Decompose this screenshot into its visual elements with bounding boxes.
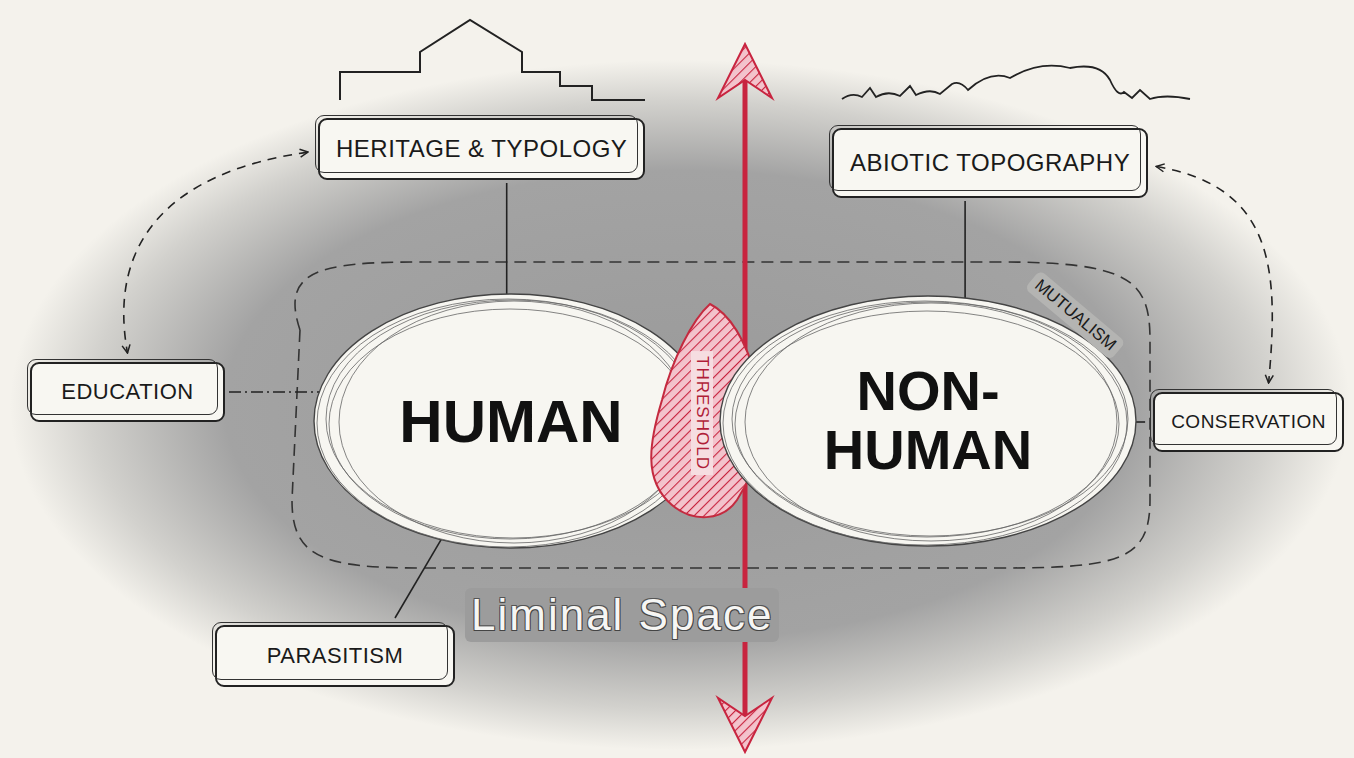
ellipse-fill bbox=[314, 294, 708, 548]
realm-title: NON- HUMAN bbox=[824, 362, 1032, 480]
region-label: Liminal Space bbox=[465, 588, 779, 642]
connector bbox=[506, 183, 508, 294]
box-label: ABIOTIC TOPOGRAPHY bbox=[850, 149, 1130, 177]
sketch-stroke bbox=[735, 311, 1119, 537]
sketch-stroke bbox=[723, 301, 1127, 545]
mutualism-outline bbox=[292, 262, 1150, 568]
sketch-stroke bbox=[745, 303, 1117, 541]
realm-ellipse: HUMAN bbox=[310, 290, 712, 552]
axis-arrowhead bbox=[718, 44, 772, 98]
box-label: PARASITISM bbox=[267, 643, 404, 669]
city-skyline bbox=[340, 20, 645, 100]
connector bbox=[1136, 421, 1145, 423]
theme-box: PARASITISM bbox=[215, 625, 455, 687]
theme-box: ABIOTIC TOPOGRAPHY bbox=[832, 128, 1148, 198]
box-label: CONSERVATION bbox=[1171, 411, 1326, 433]
axis-arrowhead bbox=[718, 698, 772, 752]
box-label: EDUCATION bbox=[61, 379, 193, 405]
sketch-stroke bbox=[339, 301, 689, 543]
sketch-stroke bbox=[317, 299, 699, 547]
theme-box: CONSERVATION bbox=[1153, 392, 1344, 452]
connector bbox=[229, 391, 319, 393]
connector bbox=[1156, 167, 1272, 384]
vegetation-skyline bbox=[842, 66, 1190, 99]
threshold-label: THRESHOLD bbox=[691, 351, 713, 475]
sketch-stroke bbox=[326, 300, 700, 538]
sketch-stroke bbox=[329, 309, 691, 539]
ellipse-fill bbox=[720, 296, 1136, 546]
liminal-ground bbox=[10, 60, 1350, 750]
connector bbox=[395, 540, 441, 618]
theme-box: HERITAGE & TYPOLOGY bbox=[318, 118, 645, 180]
theme-box: EDUCATION bbox=[30, 362, 225, 422]
box-label: HERITAGE & TYPOLOGY bbox=[336, 135, 627, 163]
connector bbox=[124, 152, 308, 353]
realm-title: HUMAN bbox=[399, 390, 622, 453]
connector bbox=[964, 201, 966, 298]
